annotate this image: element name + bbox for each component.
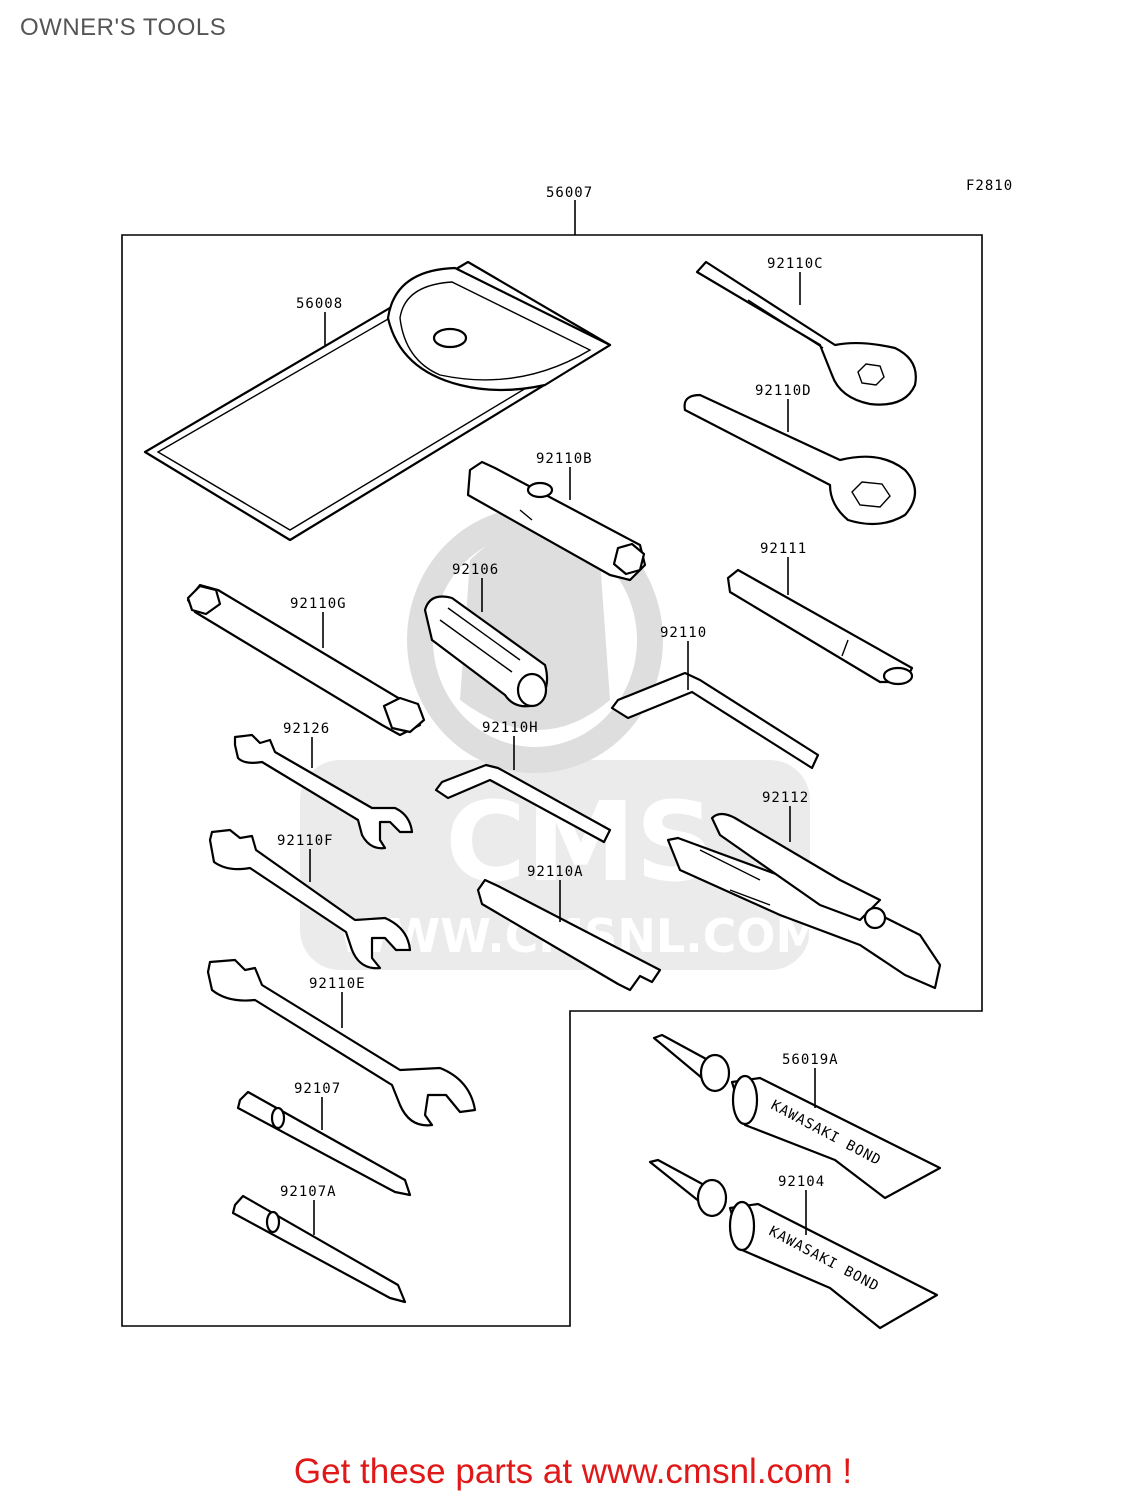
part-label-92110a: 92110A: [527, 864, 584, 880]
part-label-92111: 92111: [760, 541, 807, 557]
tool-pouch: [143, 260, 612, 542]
kit-label: 56007: [546, 185, 593, 201]
bar-handle: [726, 568, 914, 686]
part-label-92126: 92126: [283, 721, 330, 737]
part-label-92110e: 92110E: [309, 976, 366, 992]
spoke-wrench: [476, 878, 662, 992]
open-wrench-large: [206, 958, 477, 1127]
footer-cta-link[interactable]: Get these parts at www.cmsnl.com !: [293, 1452, 853, 1491]
part-label-56019a: 56019A: [782, 1052, 839, 1068]
ring-wrench-d: [683, 393, 917, 526]
figure-code: F2810: [966, 178, 1013, 194]
part-label-92110h: 92110H: [482, 720, 539, 736]
pliers: [666, 812, 942, 990]
open-wrench-small: [233, 733, 414, 850]
part-label-92110f: 92110F: [277, 833, 334, 849]
part-label-92104: 92104: [778, 1174, 825, 1190]
part-label-92112: 92112: [762, 790, 809, 806]
part-label-92110b: 92110B: [536, 451, 593, 467]
part-labels: 56008 92110C 92110D 92110B 92111 92106 9…: [277, 256, 839, 1235]
screwdriver-bit-a: [231, 1194, 407, 1304]
part-label-92106: 92106: [452, 562, 499, 578]
screwdriver-bit: [236, 1090, 412, 1197]
open-wrench-f: [208, 828, 412, 970]
spark-plug-wrench: [466, 460, 647, 582]
hex-key: [610, 671, 820, 770]
part-label-92107a: 92107A: [280, 1184, 337, 1200]
part-label-92110: 92110: [660, 625, 707, 641]
part-label-92110g: 92110G: [290, 596, 347, 612]
bond-tube-56019a: KAWASAKI BOND: [652, 1033, 942, 1200]
box-wrench-g: [186, 583, 426, 737]
part-label-56008: 56008: [296, 296, 343, 312]
part-label-92107: 92107: [294, 1081, 341, 1097]
part-label-92110c: 92110C: [767, 256, 824, 272]
screwdriver-handle: [423, 595, 549, 708]
hex-key-h: [434, 763, 612, 844]
kit-outline: [121, 234, 983, 1327]
part-label-92110d: 92110D: [755, 383, 812, 399]
page-title: OWNER'S TOOLS: [20, 14, 227, 41]
ring-wrench-c: [695, 260, 917, 406]
